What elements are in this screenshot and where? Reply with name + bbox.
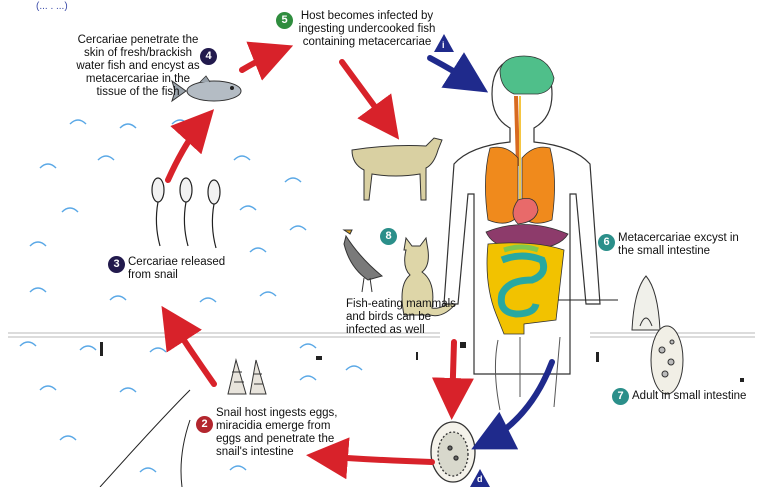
dog-illustration [352,138,442,200]
cercariae-illustration [152,178,220,248]
step-7-label: Adult in small intestine [632,390,754,403]
metacercaria-illustration [632,276,660,330]
step-2-label: Snail host ingests eggs, miracidia emerg… [216,407,358,459]
egg-illustration [431,422,475,482]
adult-fluke-illustration [651,326,683,394]
step-number-2: 2 [196,416,213,433]
step-4-label: Cercariae penetrate the skin of fresh/br… [70,34,206,99]
step-number-3: 3 [108,256,125,273]
step-3-label: Cercariae released from snail [128,256,240,282]
step-8-label: Fish-eating mammals and birds can be inf… [346,298,456,337]
top-text-fragment: (... . ...) [36,0,68,13]
step-number-7: 7 [612,388,629,405]
bird-illustration [344,230,382,292]
step-number-8: 8 [380,228,397,245]
step-number-5: 5 [276,12,293,29]
infective-marker-label: i [442,40,445,50]
step-5-label: Host becomes infected by ingesting under… [296,10,438,49]
diagnostic-marker-label: d [477,474,483,484]
step-number-6: 6 [598,234,615,251]
snail-illustration [228,360,266,394]
human-body-illustration [444,56,600,374]
step-6-label: Metacercariae excyst in the small intest… [618,232,748,258]
